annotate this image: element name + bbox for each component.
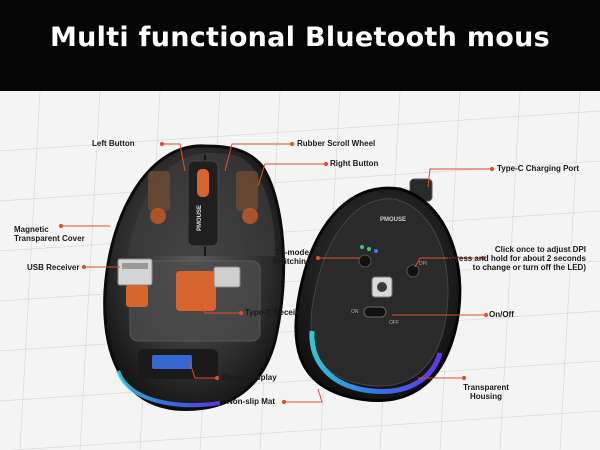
switch-on-label: ON (351, 309, 359, 315)
transparent-mouse-top: PMOUSE (103, 144, 286, 411)
scroll-wheel-icon (197, 169, 209, 197)
label-type-c-charging-port: Type-C Charging Port (497, 164, 580, 173)
label-tri-mode-line2: Switching (273, 257, 311, 266)
type-c-receiver-icon (176, 271, 216, 311)
bottom-logo: PMOUSE (380, 217, 406, 223)
power-display-icon (152, 355, 192, 369)
label-dpi-line1: Click once to adjust DPI (494, 245, 586, 254)
product-illustration: PMOUSE PMOUSE DPI (0, 91, 600, 450)
label-transparent-line1: Transparent (463, 383, 509, 392)
label-transparent-line2: Housing (470, 392, 502, 401)
label-usb-receiver: USB Receiver (27, 263, 80, 272)
usb-receiver-icon (117, 258, 153, 286)
dpi-mark: DPI (419, 261, 427, 267)
label-right-button: Right Button (330, 159, 379, 168)
label-magnetic-line1: Magnetic (14, 225, 49, 234)
label-power-display: Power Display (222, 373, 277, 382)
label-on-off: On/Off (489, 310, 514, 319)
leader-lines (58, 141, 495, 405)
label-dpi-line3: to change or turn off the LED) (472, 263, 586, 272)
body-logo: PMOUSE (197, 205, 203, 231)
label-non-slip-mat: Non-slip Mat (227, 397, 275, 406)
label-left-button: Left Button (92, 139, 135, 148)
title-banner: Multi functional Bluetooth mous (0, 0, 600, 91)
rgb-glow (309, 330, 443, 394)
label-magnetic-line2: Transparent Cover (14, 234, 85, 243)
label-tri-mode-line1: Tri-mode (275, 248, 309, 257)
label-rubber-scroll-wheel: Rubber Scroll Wheel (297, 139, 376, 148)
mouse-bottom-view: PMOUSE DPI ON OFF (294, 178, 462, 402)
label-dpi-line2: (Press and hold for about 2 seconds (447, 254, 586, 263)
on-off-switch-icon (363, 306, 387, 318)
product-image-area: PMOUSE PMOUSE DPI (0, 91, 600, 450)
label-type-c-receiver: Type-C Receiver (245, 308, 308, 317)
tri-mode-button-icon (358, 254, 372, 268)
dpi-button-icon (406, 264, 420, 278)
banner-title: Multi functional Bluetooth mous (49, 22, 551, 53)
switch-off-label: OFF (389, 320, 399, 326)
